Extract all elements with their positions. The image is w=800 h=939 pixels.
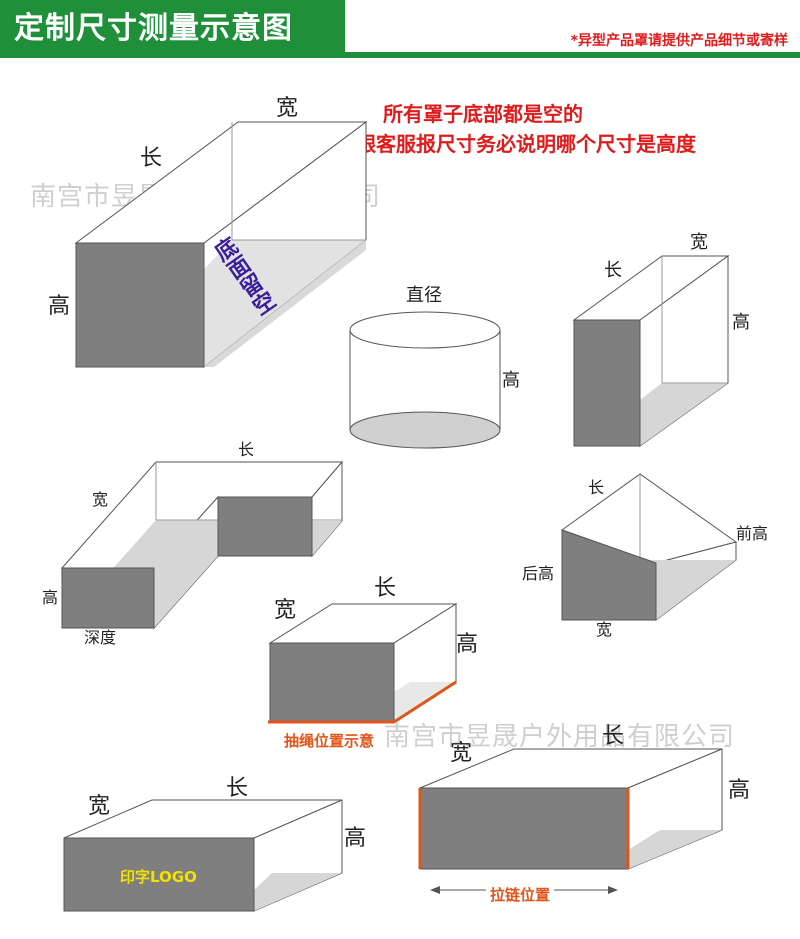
logo-box-figure <box>63 799 343 912</box>
header: 定制尺寸测量示意图 *异型产品罩请提供产品细节或寄样 <box>0 0 800 58</box>
logo-box-logo-text: 印字LOGO <box>120 868 197 886</box>
zipper-box-height-label: 高 <box>728 778 751 803</box>
cylinder-height-label: 高 <box>502 370 520 391</box>
note-line-2: 跟客服报尺寸务必说明哪个尺寸是高度 <box>356 132 696 156</box>
box1-figure <box>74 121 368 369</box>
lshape-depth-label: 深度 <box>84 628 117 647</box>
header-rule <box>0 52 800 58</box>
page-title: 定制尺寸测量示意图 <box>0 0 345 58</box>
cylinder-diameter-label: 直径 <box>406 285 442 306</box>
slant-figure <box>560 473 738 621</box>
box2-length-label: 长 <box>604 260 622 281</box>
slant-width-label: 宽 <box>596 620 613 639</box>
lshape-width-label: 宽 <box>92 490 109 509</box>
drawstring-caption: 抽绳位置示意 <box>284 732 375 750</box>
box2-figure <box>572 255 730 447</box>
zipper-box-figure <box>418 748 723 894</box>
slant-front-height-label: 前高 <box>736 524 769 543</box>
box1-height-label: 高 <box>48 294 71 319</box>
logo-box-width-label: 宽 <box>88 794 111 819</box>
slant-back-height-label: 后高 <box>522 564 555 583</box>
zipper-box-caption: 拉链位置 <box>486 884 555 905</box>
lshape-figure <box>60 460 344 630</box>
logo-box-length-label: 长 <box>226 776 249 801</box>
drawstring-width-label: 宽 <box>274 598 297 623</box>
watermark-2: 南宫市昱晟户外用品有限公司 <box>384 722 736 752</box>
zipper-box-width-label: 宽 <box>450 741 473 766</box>
cylinder-figure <box>349 311 501 449</box>
slant-length-label: 长 <box>588 478 605 497</box>
note-line-1: 所有罩子底部都是空的 <box>383 102 583 126</box>
header-note: *异型产品罩请提供产品细节或寄样 <box>570 33 788 49</box>
drawstring-figure <box>268 603 458 724</box>
box2-width-label: 宽 <box>690 232 708 253</box>
lshape-height-label: 高 <box>42 588 59 607</box>
box1-width-label: 宽 <box>276 96 299 121</box>
box2-height-label: 高 <box>732 312 750 333</box>
zipper-box-length-label: 长 <box>602 724 625 749</box>
lshape-length-label: 长 <box>238 440 255 459</box>
logo-box-height-label: 高 <box>344 826 367 851</box>
drawstring-height-label: 高 <box>456 632 479 657</box>
box1-length-label: 长 <box>140 146 163 171</box>
drawstring-length-label: 长 <box>374 576 397 601</box>
